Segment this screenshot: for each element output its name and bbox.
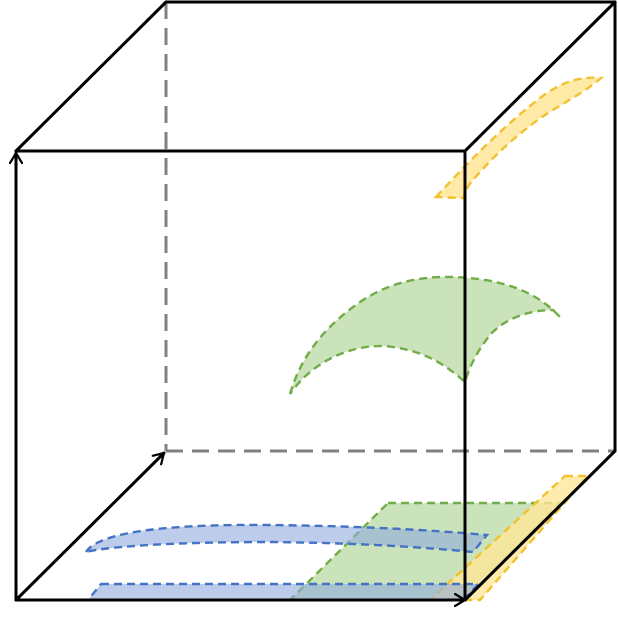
axis-arrow-depth bbox=[14, 451, 166, 602]
visible-edges bbox=[14, 0, 617, 602]
edge-top-right-diag bbox=[463, 0, 617, 153]
green-floating-surface bbox=[288, 275, 561, 395]
edge-top-left-diag bbox=[14, 0, 168, 153]
yellow-floor-strip bbox=[426, 474, 591, 602]
blue-floor-band-back bbox=[83, 523, 490, 554]
axis-arrows bbox=[14, 151, 467, 602]
yellow-floating-band bbox=[433, 76, 604, 200]
floor-projections bbox=[83, 474, 591, 602]
green-floor-parallelogram bbox=[287, 501, 563, 602]
floating-surfaces bbox=[288, 76, 604, 395]
blue-floor-band-front bbox=[85, 582, 481, 602]
hidden-edges bbox=[164, 2, 615, 453]
edge-bottom-right-diag bbox=[463, 449, 617, 602]
